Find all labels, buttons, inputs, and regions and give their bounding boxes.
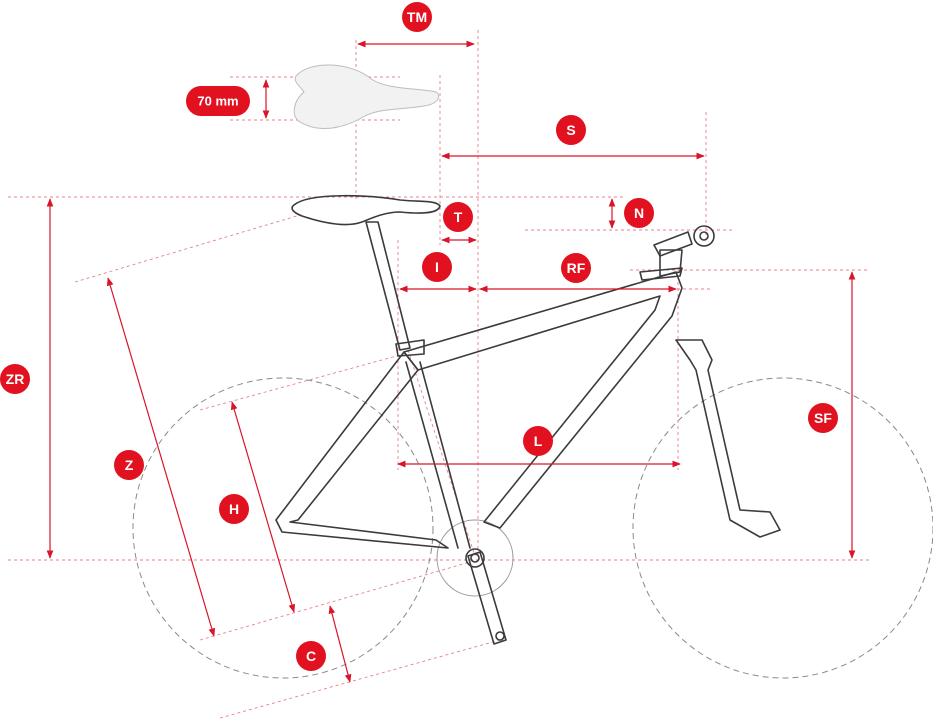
badge-i: I: [422, 252, 452, 282]
dim-z: [106, 277, 216, 637]
badge-c-label: C: [306, 648, 316, 664]
crank-arm: [467, 551, 507, 645]
badge-zr-label: ZR: [6, 371, 25, 387]
h-top-guide: [199, 354, 401, 411]
crank-guide: [219, 639, 501, 719]
saddle-low: [291, 194, 441, 226]
badge-i-label: I: [435, 259, 439, 275]
rear-triangle: [275, 351, 449, 549]
pedal-axle: [495, 631, 505, 641]
badge-h-label: H: [229, 501, 239, 517]
badge-l-label: L: [534, 433, 543, 449]
seatpost: [365, 221, 411, 351]
stem: [653, 231, 693, 257]
bike-frame: [403, 271, 683, 529]
z-bottom-guide: [199, 561, 471, 641]
badge-tm: TM: [402, 2, 432, 32]
seat-clamp: [395, 339, 425, 357]
badge-t-label: T: [454, 209, 463, 225]
saddle-high: [293, 64, 440, 129]
chainring: [436, 519, 514, 597]
z-top-guide: [74, 214, 301, 283]
rear-wheel: [132, 377, 434, 679]
badge-zr: ZR: [0, 364, 30, 394]
badge-s-label: S: [566, 122, 575, 138]
front-wheel: [632, 377, 933, 679]
handlebar-bolt: [699, 231, 709, 241]
badge-rf-label: RF: [567, 260, 586, 276]
dim-c: [328, 605, 352, 683]
badge-tm-label: TM: [407, 9, 427, 25]
badge-t: T: [443, 202, 473, 232]
badge-sf-label: SF: [814, 410, 832, 426]
headset-spacer: [639, 267, 683, 281]
badge-c: C: [296, 641, 326, 671]
badge-sf: SF: [808, 403, 838, 433]
fork: [675, 339, 781, 538]
seat-tube-dashed: [407, 349, 476, 557]
seat-tube: [405, 361, 471, 549]
badge-z-label: Z: [125, 457, 134, 473]
badge-rf: RF: [561, 253, 591, 283]
bottom-bracket-inner: [470, 553, 480, 563]
dim-h: [230, 401, 296, 613]
badge-s: S: [556, 115, 586, 145]
badge-saddle-offset: 70 mm: [186, 86, 250, 116]
badge-n-label: N: [634, 205, 644, 221]
bottom-bracket: [465, 548, 485, 568]
head-tube: [659, 249, 683, 277]
badge-saddle-offset-label: 70 mm: [197, 94, 238, 109]
badge-h: H: [219, 494, 249, 524]
badge-l: L: [523, 426, 553, 456]
handlebar-clamp: [693, 225, 715, 247]
badge-z: Z: [114, 450, 144, 480]
badge-n: N: [624, 198, 654, 228]
